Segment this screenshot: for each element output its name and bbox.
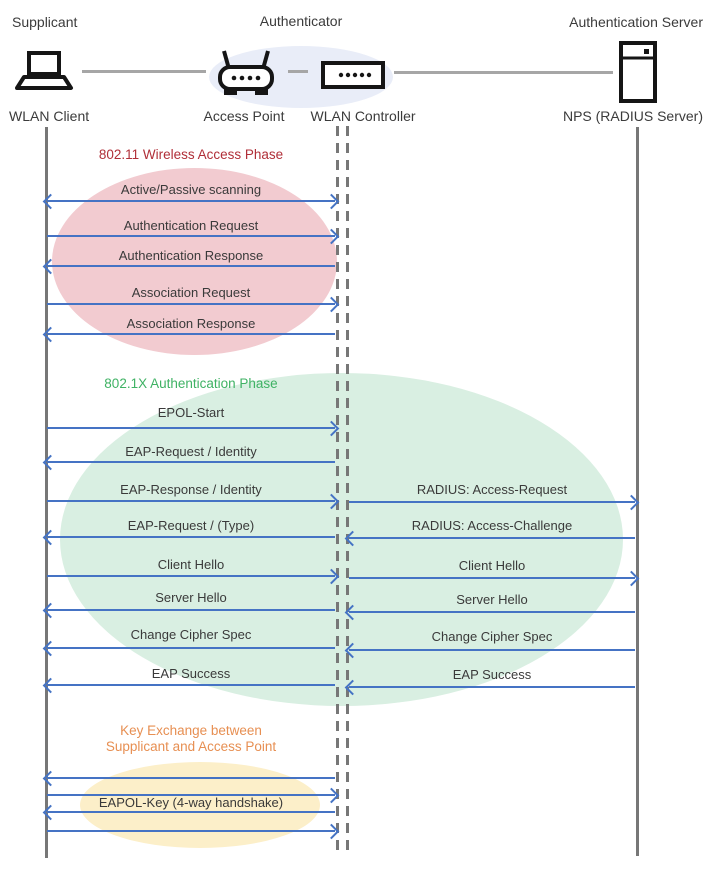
- message-label-association-response: Association Response: [126, 316, 256, 331]
- arrow-both-icon: [47, 200, 335, 202]
- phase-title-dot1x: 802.1X Authentication Phase: [104, 376, 278, 391]
- arrow-right-icon: [349, 501, 635, 503]
- laptop-icon: [15, 51, 73, 90]
- node-label-access-point: Access Point: [203, 108, 285, 124]
- lifeline-wlan-controller: [346, 126, 349, 852]
- arrow-left-icon: [47, 647, 335, 649]
- message-label-client-hello-right: Client Hello: [458, 558, 526, 573]
- eapol-key-arrow-3: [47, 811, 335, 813]
- message-label-eap-success: EAP Success: [151, 666, 231, 681]
- role-authenticator: Authenticator: [259, 13, 343, 29]
- message-label-eap-request-identity: EAP-Request / Identity: [125, 444, 257, 459]
- node-label-wlan-client: WLAN Client: [9, 108, 90, 124]
- phase-title-line1: Key Exchange between: [120, 723, 262, 738]
- message-label-authentication-request: Authentication Request: [123, 218, 259, 233]
- lifeline-wlan-client: [45, 127, 48, 858]
- access-point-icon: [218, 50, 274, 95]
- arrow-left-icon: [47, 609, 335, 611]
- message-label-change-cipher-spec-right: Change Cipher Spec: [431, 629, 553, 644]
- arrow-left-icon: [47, 461, 335, 463]
- message-label-radius-access-request: RADIUS: Access-Request: [416, 482, 568, 497]
- arrow-left-icon: [349, 686, 635, 688]
- eapol-key-arrow-4: [47, 830, 335, 832]
- eapol-key-arrow-1: [47, 777, 335, 779]
- arrow-left-icon: [47, 536, 335, 538]
- message-label-server-hello: Server Hello: [155, 590, 227, 605]
- arrow-right-icon: [47, 303, 335, 305]
- arrow-right-icon: [47, 575, 335, 577]
- message-label-eap-success-right: EAP Success: [452, 667, 532, 682]
- message-label-epol-start: EPOL-Start: [157, 405, 225, 420]
- lifeline-access-point: [336, 126, 339, 852]
- arrow-left-icon: [47, 333, 335, 335]
- arrow-right-icon: [349, 577, 635, 579]
- lifeline-radius-server: [636, 127, 639, 856]
- arrow-left-icon: [47, 684, 335, 686]
- node-label-wlan-controller: WLAN Controller: [310, 108, 416, 124]
- role-supplicant: Supplicant: [12, 14, 78, 30]
- arrow-right-icon: [47, 500, 335, 502]
- wlan-controller-icon: [321, 61, 385, 89]
- connector-line: [288, 70, 308, 73]
- role-authentication-server: Authentication Server: [569, 14, 703, 30]
- message-label-eapol-key: EAPOL-Key (4-way handshake): [98, 795, 284, 810]
- message-label-association-request: Association Request: [131, 285, 251, 300]
- message-label-change-cipher-spec: Change Cipher Spec: [130, 627, 252, 642]
- phase-ellipse-dot1x: [60, 373, 623, 706]
- message-label-client-hello: Client Hello: [157, 557, 225, 572]
- arrow-right-icon: [47, 427, 335, 429]
- phase-title-wireless: 802.11 Wireless Access Phase: [98, 147, 284, 162]
- message-label-eap-request-type: EAP-Request / (Type): [127, 518, 255, 533]
- server-icon: [619, 41, 657, 103]
- message-label-active-passive-scanning: Active/Passive scanning: [120, 182, 262, 197]
- arrow-left-icon: [349, 649, 635, 651]
- arrow-left-icon: [349, 611, 635, 613]
- arrow-left-icon: [349, 537, 635, 539]
- message-label-server-hello-right: Server Hello: [456, 592, 528, 607]
- connector-line: [82, 70, 206, 73]
- message-label-eap-response-identity: EAP-Response / Identity: [120, 482, 262, 497]
- message-label-authentication-response: Authentication Response: [118, 248, 264, 263]
- phase-title-key-exchange: Key Exchange between Supplicant and Acce…: [47, 723, 335, 755]
- arrow-right-icon: [47, 235, 335, 237]
- phase-title-line2: Supplicant and Access Point: [105, 739, 277, 754]
- arrow-left-icon: [47, 265, 335, 267]
- node-label-nps: NPS (RADIUS Server): [562, 108, 703, 124]
- eapol-key-arrow-2: [47, 794, 335, 796]
- connector-line: [394, 71, 613, 74]
- message-label-radius-access-challenge: RADIUS: Access-Challenge: [411, 518, 573, 533]
